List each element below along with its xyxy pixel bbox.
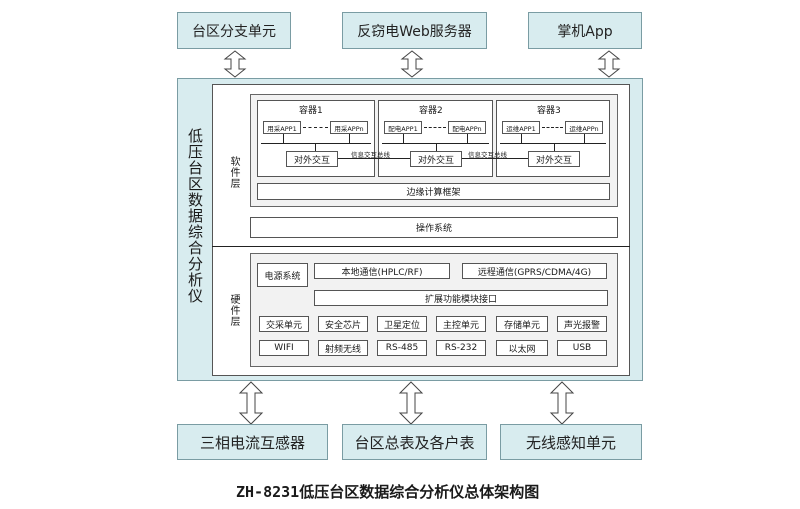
top-box-branch-unit: 台区分支单元 xyxy=(177,12,291,49)
figure-caption: ZH-8231低压台区数据综合分析仪总体架构图 xyxy=(236,483,540,501)
dash-line xyxy=(424,127,446,128)
external-interaction-box: 对外交互 xyxy=(286,151,338,167)
info-bus-line xyxy=(338,158,410,159)
hw-module: 声光报警 xyxy=(557,316,607,332)
container-bus-line xyxy=(500,143,606,144)
connector-line xyxy=(283,134,284,143)
info-bus-line xyxy=(462,158,528,159)
hw-interface: 以太网 xyxy=(496,340,548,356)
connector-line xyxy=(315,143,316,151)
app-box: 配电APP1 xyxy=(384,121,422,134)
external-interaction-box: 对外交互 xyxy=(528,151,580,167)
connector-line xyxy=(554,143,555,151)
app-box: 用采APP1 xyxy=(263,121,301,134)
bottom-box-wireless-sensor: 无线感知单元 xyxy=(500,424,642,460)
container-title: 容器1 xyxy=(299,106,323,116)
double-arrow-icon xyxy=(223,50,247,78)
double-arrow-icon xyxy=(549,381,575,425)
info-bus-label: 信息交互总线 xyxy=(468,151,507,159)
dash-line xyxy=(542,127,563,128)
local-communication: 本地通信(HPLC/RF) xyxy=(314,263,450,279)
app-box: 用采APPn xyxy=(330,121,368,134)
operating-system: 操作系统 xyxy=(250,217,618,238)
container-bus-line xyxy=(382,143,489,144)
device-title: 低压台区数据综合分析仪 xyxy=(186,128,204,304)
double-arrow-icon xyxy=(398,381,424,425)
double-arrow-icon xyxy=(400,50,424,78)
edge-computing-frame: 边缘计算框架 xyxy=(257,183,610,200)
double-arrow-icon xyxy=(238,381,264,425)
connector-line xyxy=(467,134,468,143)
app-box: 运维APP1 xyxy=(502,121,540,134)
hw-interface: USB xyxy=(557,340,607,356)
dash-line xyxy=(303,127,328,128)
hw-module: 存储单元 xyxy=(496,316,548,332)
layer-divider xyxy=(212,246,630,247)
container-title: 容器3 xyxy=(537,106,561,116)
connector-line xyxy=(521,134,522,143)
power-system: 电源系统 xyxy=(257,263,308,287)
bottom-box-current-transformer: 三相电流互感器 xyxy=(177,424,328,460)
software-layer-label: 软件层 xyxy=(228,156,239,189)
hardware-layer-label: 硬件层 xyxy=(228,294,239,327)
hw-interface: RS-232 xyxy=(436,340,486,356)
app-box: 运维APPn xyxy=(565,121,603,134)
connector-line xyxy=(349,134,350,143)
hw-module: 交采单元 xyxy=(259,316,309,332)
external-interaction-box: 对外交互 xyxy=(410,151,462,167)
hw-interface: RS-485 xyxy=(377,340,427,356)
connector-line xyxy=(436,143,437,151)
hw-module: 安全芯片 xyxy=(318,316,368,332)
hw-interface: 射频无线 xyxy=(318,340,368,356)
extension-module-interface: 扩展功能模块接口 xyxy=(314,290,608,306)
hw-interface: WIFI xyxy=(259,340,309,356)
double-arrow-icon xyxy=(597,50,621,78)
app-box: 配电APPn xyxy=(448,121,486,134)
container-title: 容器2 xyxy=(419,106,443,116)
top-box-web-server: 反窃电Web服务器 xyxy=(342,12,487,49)
hw-module: 卫星定位 xyxy=(377,316,427,332)
connector-line xyxy=(403,134,404,143)
info-bus-label: 信息交互总线 xyxy=(351,151,390,159)
remote-communication: 远程通信(GPRS/CDMA/4G) xyxy=(462,263,607,279)
container-bus-line xyxy=(261,143,371,144)
bottom-box-meters: 台区总表及各户表 xyxy=(342,424,487,460)
top-box-handheld-app: 掌机App xyxy=(528,12,642,49)
hw-module: 主控单元 xyxy=(436,316,486,332)
connector-line xyxy=(584,134,585,143)
